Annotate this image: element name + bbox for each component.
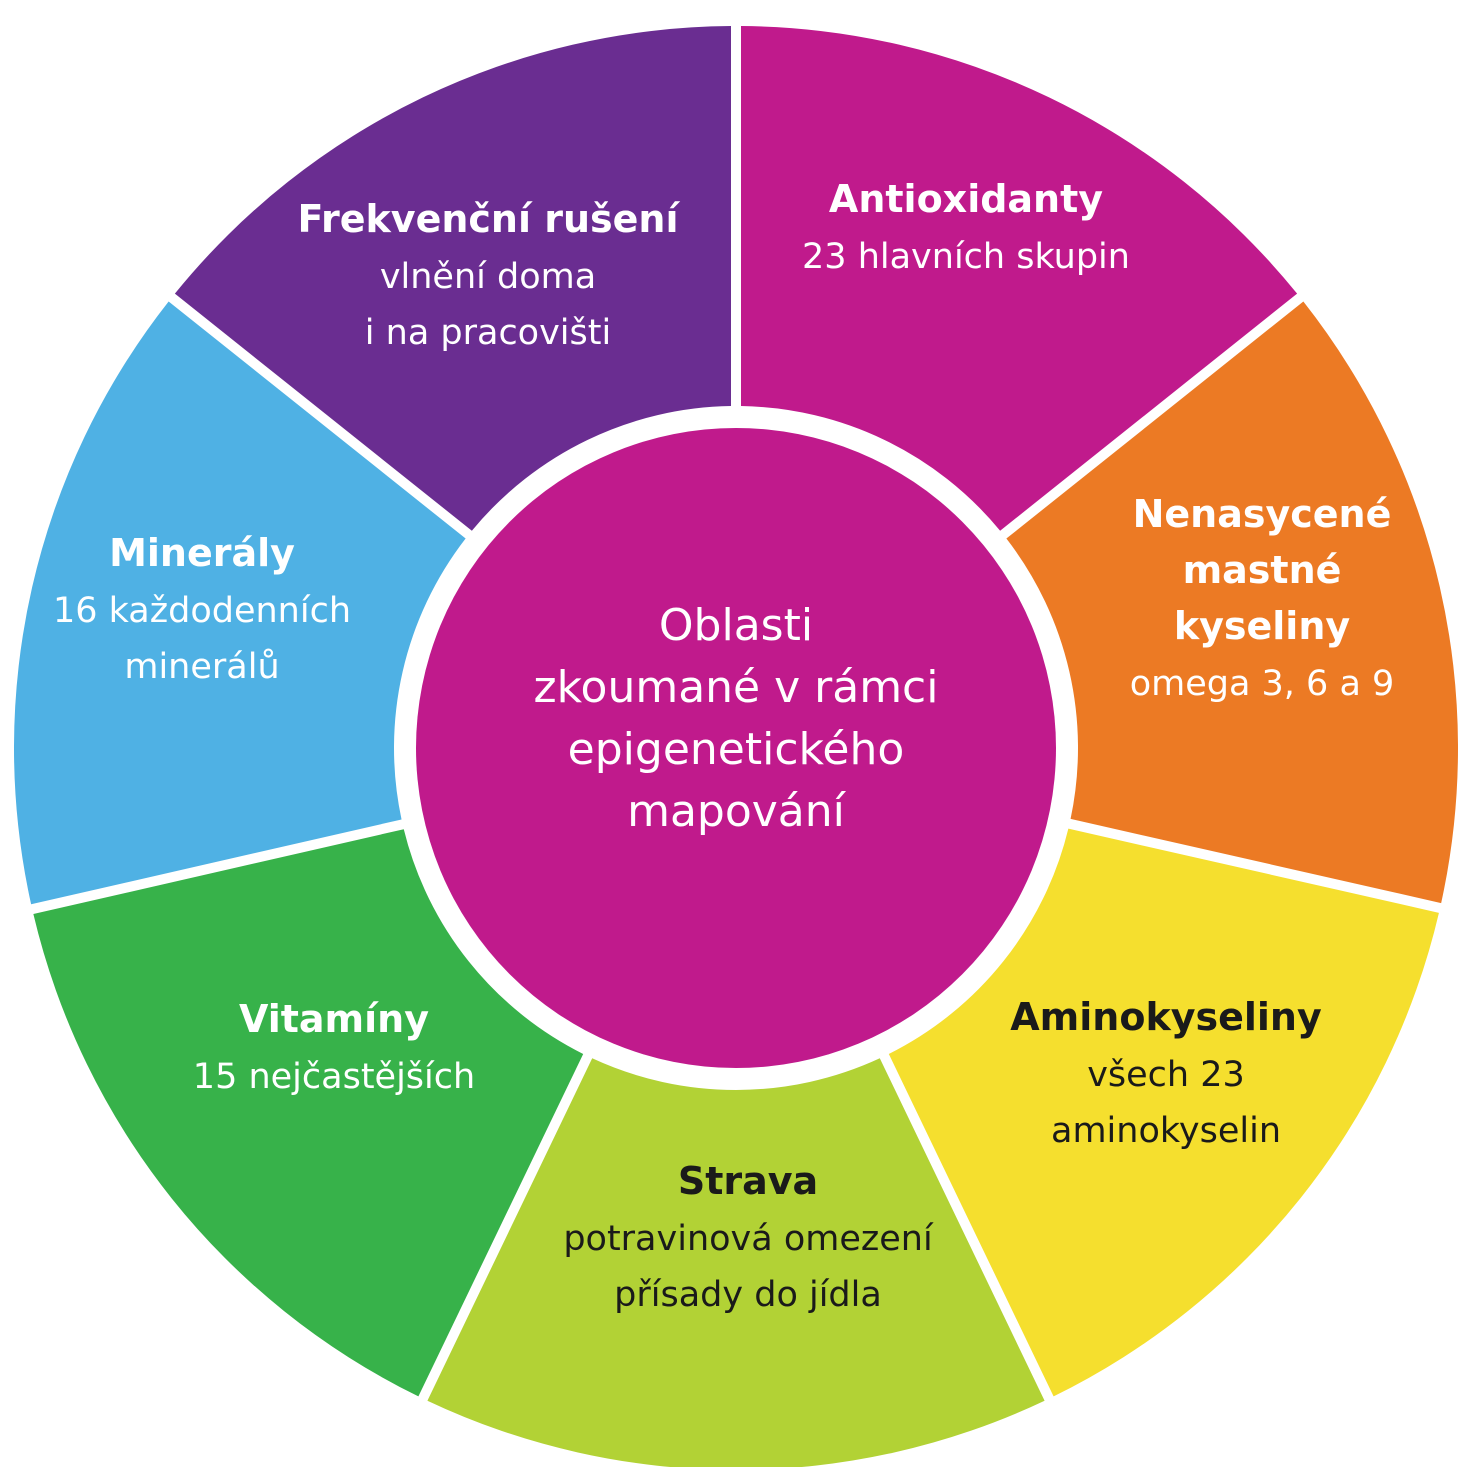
segment-label-aminokyseliny: Aminokyseliny všech 23 aminokyselin	[1010, 995, 1322, 1151]
segment-subtitle-mineraly: minerálů	[124, 647, 279, 687]
center-label-line: epigenetického	[568, 724, 905, 775]
segment-frekvencni-ruseni	[174, 26, 731, 531]
segment-mineraly	[13, 301, 466, 905]
segment-subtitle-frekvencni-ruseni: i na pracovišti	[365, 313, 611, 353]
segment-antioxidanty	[741, 26, 1298, 531]
segment-subtitle-frekvencni-ruseni: vlnění doma	[380, 257, 596, 297]
segment-title-antioxidanty: Antioxidanty	[829, 177, 1103, 221]
segment-subtitle-strava: přísady do jídla	[614, 1275, 882, 1315]
segment-vitaminy	[33, 829, 584, 1397]
center-label-line: Oblasti	[659, 600, 813, 651]
segment-title-nenasycene-mastne-kyseliny: kyseliny	[1174, 604, 1351, 648]
segment-title-frekvencni-ruseni: Frekvenční rušení	[297, 197, 680, 241]
segment-subtitle-vitaminy: 15 nejčastějších	[193, 1057, 475, 1097]
center-label-line: mapování	[627, 786, 847, 837]
segment-label-antioxidanty: Antioxidanty 23 hlavních skupin	[802, 177, 1130, 277]
segment-title-mineraly: Minerály	[109, 531, 295, 575]
segment-label-frekvencni-ruseni: Frekvenční rušení vlnění doma i na pracovi…	[297, 197, 680, 353]
wheel-labels: Antioxidanty 23 hlavních skupinNenasycené…	[53, 177, 1394, 1315]
segment-subtitle-aminokyseliny: všech 23	[1087, 1055, 1245, 1095]
center-label: Oblasti zkoumané v rámci epigenetického map…	[534, 600, 939, 837]
segment-title-nenasycene-mastne-kyseliny: mastné	[1183, 548, 1342, 592]
segment-subtitle-antioxidanty: 23 hlavních skupin	[802, 237, 1130, 277]
segment-title-nenasycene-mastne-kyseliny: Nenasycené	[1133, 492, 1392, 536]
segment-subtitle-nenasycene-mastne-kyseliny: omega 3, 6 a 9	[1130, 664, 1395, 704]
wheel-segments	[13, 26, 1459, 1467]
center-circle	[416, 428, 1056, 1068]
segment-title-strava: Strava	[678, 1159, 818, 1203]
segment-nenasycene-mastne-kyseliny	[1006, 301, 1459, 904]
segment-subtitle-strava: potravinová omezení	[563, 1219, 934, 1259]
segment-label-strava: Strava potravinová omezení přísady do jídl…	[563, 1159, 934, 1315]
segment-aminokyseliny	[888, 828, 1439, 1397]
segment-label-nenasycene-mastne-kyseliny: Nenasycené mastné kyseliny omega 3, 6 a 9	[1130, 492, 1395, 704]
center-label-line: zkoumané v rámci	[534, 662, 939, 713]
segment-title-aminokyseliny: Aminokyseliny	[1010, 995, 1322, 1039]
segment-label-mineraly: Minerály 16 každodenních minerálů	[53, 531, 351, 687]
segment-subtitle-aminokyseliny: aminokyselin	[1051, 1111, 1281, 1151]
segment-strava	[427, 1058, 1045, 1467]
segment-label-vitaminy: Vitamíny 15 nejčastějších	[193, 997, 475, 1097]
segment-subtitle-mineraly: 16 každodenních	[53, 591, 351, 631]
segment-title-vitaminy: Vitamíny	[239, 997, 429, 1041]
